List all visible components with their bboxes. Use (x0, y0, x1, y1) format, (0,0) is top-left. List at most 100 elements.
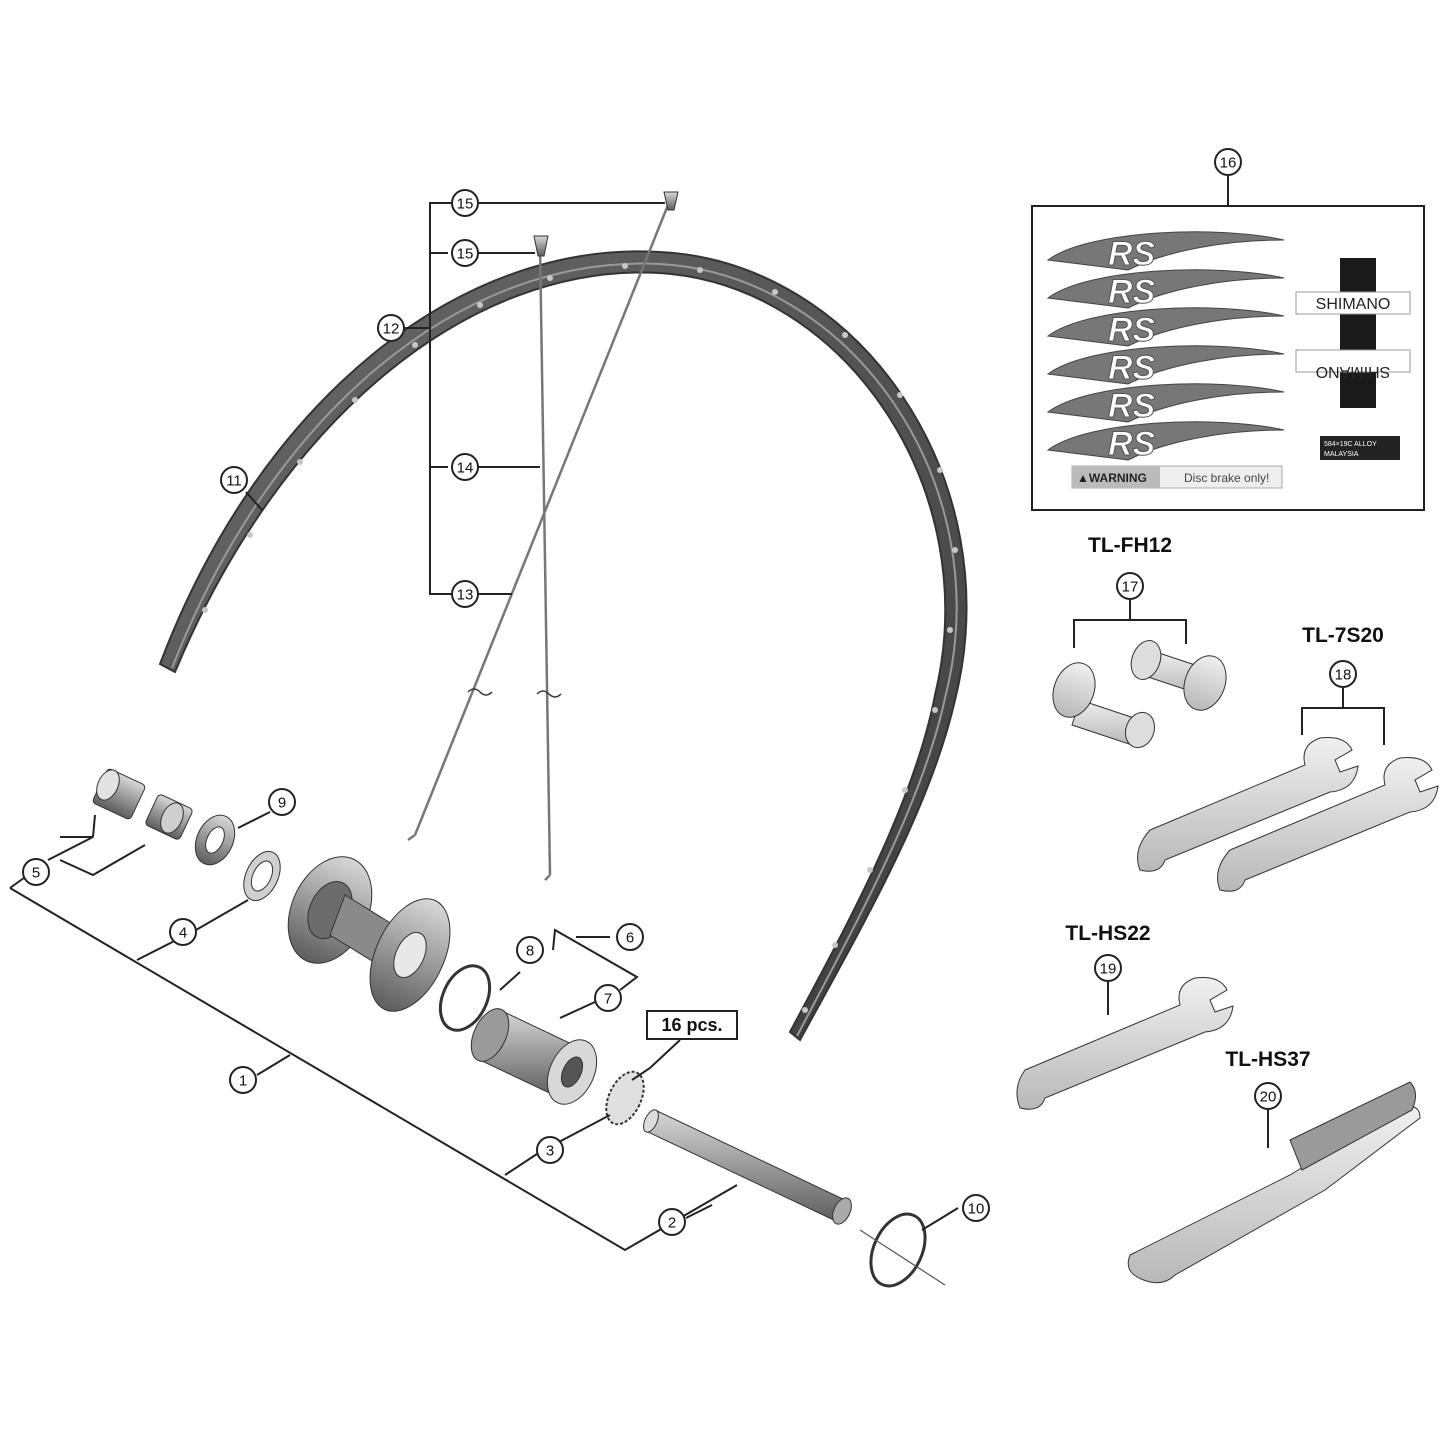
rs-logo: RS (1108, 425, 1156, 463)
fh12-adapter-right (1130, 640, 1227, 711)
spec-label: 584×19C ALLOY MALAYSIA (1320, 436, 1400, 460)
ratchet-spacer (605, 1070, 645, 1126)
callout-16: 16 (1214, 148, 1242, 176)
o-ring (438, 964, 492, 1032)
svg-text:18: 18 (1335, 667, 1352, 684)
rs-logo: RS (1108, 235, 1156, 273)
warning-label-text: ▲WARNING (1077, 471, 1147, 485)
tool-tl-hs37 (1127, 1081, 1421, 1284)
svg-text:6: 6 (626, 930, 634, 947)
shimano-strip (1340, 258, 1376, 408)
callout-17: 17 (1116, 572, 1144, 600)
hs22-wrench (1016, 977, 1234, 1110)
svg-text:5: 5 (32, 865, 40, 882)
svg-text:14: 14 (457, 460, 474, 477)
callout-18: 18 (1329, 660, 1357, 688)
callout-15-mid: 15 (451, 239, 479, 267)
rs-logo: RS (1108, 273, 1156, 311)
shimano-brand-text: SHIMANO (1316, 296, 1391, 313)
callout-8: 8 (516, 936, 544, 964)
svg-text:15: 15 (457, 196, 474, 213)
rim-spoke-holes (202, 263, 958, 1013)
freehub-body (470, 1008, 598, 1105)
tool-label-tl-hs22: TL-HS22 (1065, 922, 1150, 945)
tool-label-tl-hs37: TL-HS37 (1225, 1048, 1310, 1071)
svg-text:10: 10 (968, 1201, 985, 1218)
callout-3: 3 (536, 1136, 564, 1164)
rim (158, 250, 968, 1042)
svg-text:4: 4 (179, 925, 187, 942)
shimano-decal: SHIMANO SHIMANO (1295, 258, 1411, 408)
callout-20: 20 (1254, 1082, 1282, 1110)
tool-label-tl-7s20: TL-7S20 (1302, 624, 1384, 647)
callout-11: 11 (220, 466, 248, 494)
hub-body (287, 856, 451, 1012)
callout-14: 14 (451, 453, 479, 481)
callouts: 15 15 12 14 13 11 16 17 (22, 148, 1357, 1236)
break-mark (536, 690, 562, 698)
svg-text:7: 7 (604, 991, 612, 1008)
nipple-short (533, 235, 549, 257)
rs-decals: RS RS RS RS RS RS (1046, 231, 1285, 464)
svg-text:20: 20 (1260, 1089, 1277, 1106)
svg-text:2: 2 (668, 1215, 676, 1232)
svg-text:1: 1 (239, 1073, 247, 1090)
callout-12: 12 (377, 314, 405, 342)
svg-text:19: 19 (1100, 961, 1117, 978)
spec-line-1: 584×19C ALLOY (1324, 441, 1377, 448)
pcs-note-text: 16 pcs. (661, 1015, 722, 1035)
rs-logo: RS (1108, 387, 1156, 425)
callout-9: 9 (268, 788, 296, 816)
nipple-long (663, 191, 679, 211)
tool-tl-7s20 (1137, 737, 1439, 892)
callout-13: 13 (451, 580, 479, 608)
callout-2: 2 (658, 1208, 686, 1236)
spoke-long-head (407, 833, 416, 842)
spoke-short-head (544, 874, 551, 881)
svg-text:16: 16 (1220, 155, 1237, 172)
callout-6: 6 (616, 923, 644, 951)
svg-text:11: 11 (226, 473, 242, 490)
hs37-wrench (1127, 1105, 1421, 1284)
rim-profile (158, 250, 968, 1042)
tool-label-tl-fh12: TL-FH12 (1088, 534, 1172, 557)
wrench-b (1217, 757, 1439, 892)
svg-text:12: 12 (383, 321, 400, 338)
warning-text: Disc brake only! (1184, 471, 1269, 485)
svg-text:13: 13 (457, 587, 474, 604)
spec-line-2: MALAYSIA (1324, 451, 1359, 458)
spokes (407, 191, 679, 881)
shimano-brand-text-inverted: SHIMANO (1316, 363, 1391, 380)
rs-logo: RS (1108, 311, 1156, 349)
hub-assembly (92, 768, 946, 1288)
decal-panel: RS RS RS RS RS RS (1031, 205, 1425, 511)
rim-highlight (171, 262, 958, 1037)
hs37-grip (1289, 1081, 1416, 1171)
callout-5: 5 (22, 858, 50, 886)
svg-text:9: 9 (278, 795, 286, 812)
svg-text:8: 8 (526, 943, 534, 960)
bearing-cover (92, 768, 146, 820)
pcs-note: 16 pcs. (646, 1010, 738, 1040)
wrench-a (1137, 737, 1359, 872)
spoke-short (538, 244, 552, 876)
hub-axle (643, 1109, 852, 1225)
svg-text:17: 17 (1122, 579, 1139, 596)
warning-label: ▲WARNING Disc brake only! (1071, 465, 1283, 489)
spoke-long (413, 199, 672, 836)
bearing-cone (145, 794, 193, 840)
svg-text:15: 15 (457, 246, 474, 263)
callout-10: 10 (962, 1194, 990, 1222)
axle-o-ring (869, 1212, 927, 1288)
svg-text:3: 3 (546, 1143, 554, 1160)
tool-tl-fh12 (1052, 640, 1227, 749)
callout-15-top: 15 (451, 189, 479, 217)
callout-19: 19 (1094, 954, 1122, 982)
callout-1: 1 (229, 1066, 257, 1094)
callout-7: 7 (594, 984, 622, 1012)
callout-4: 4 (169, 918, 197, 946)
axle-centerline (859, 1229, 946, 1286)
tool-tl-hs22 (1016, 977, 1234, 1110)
